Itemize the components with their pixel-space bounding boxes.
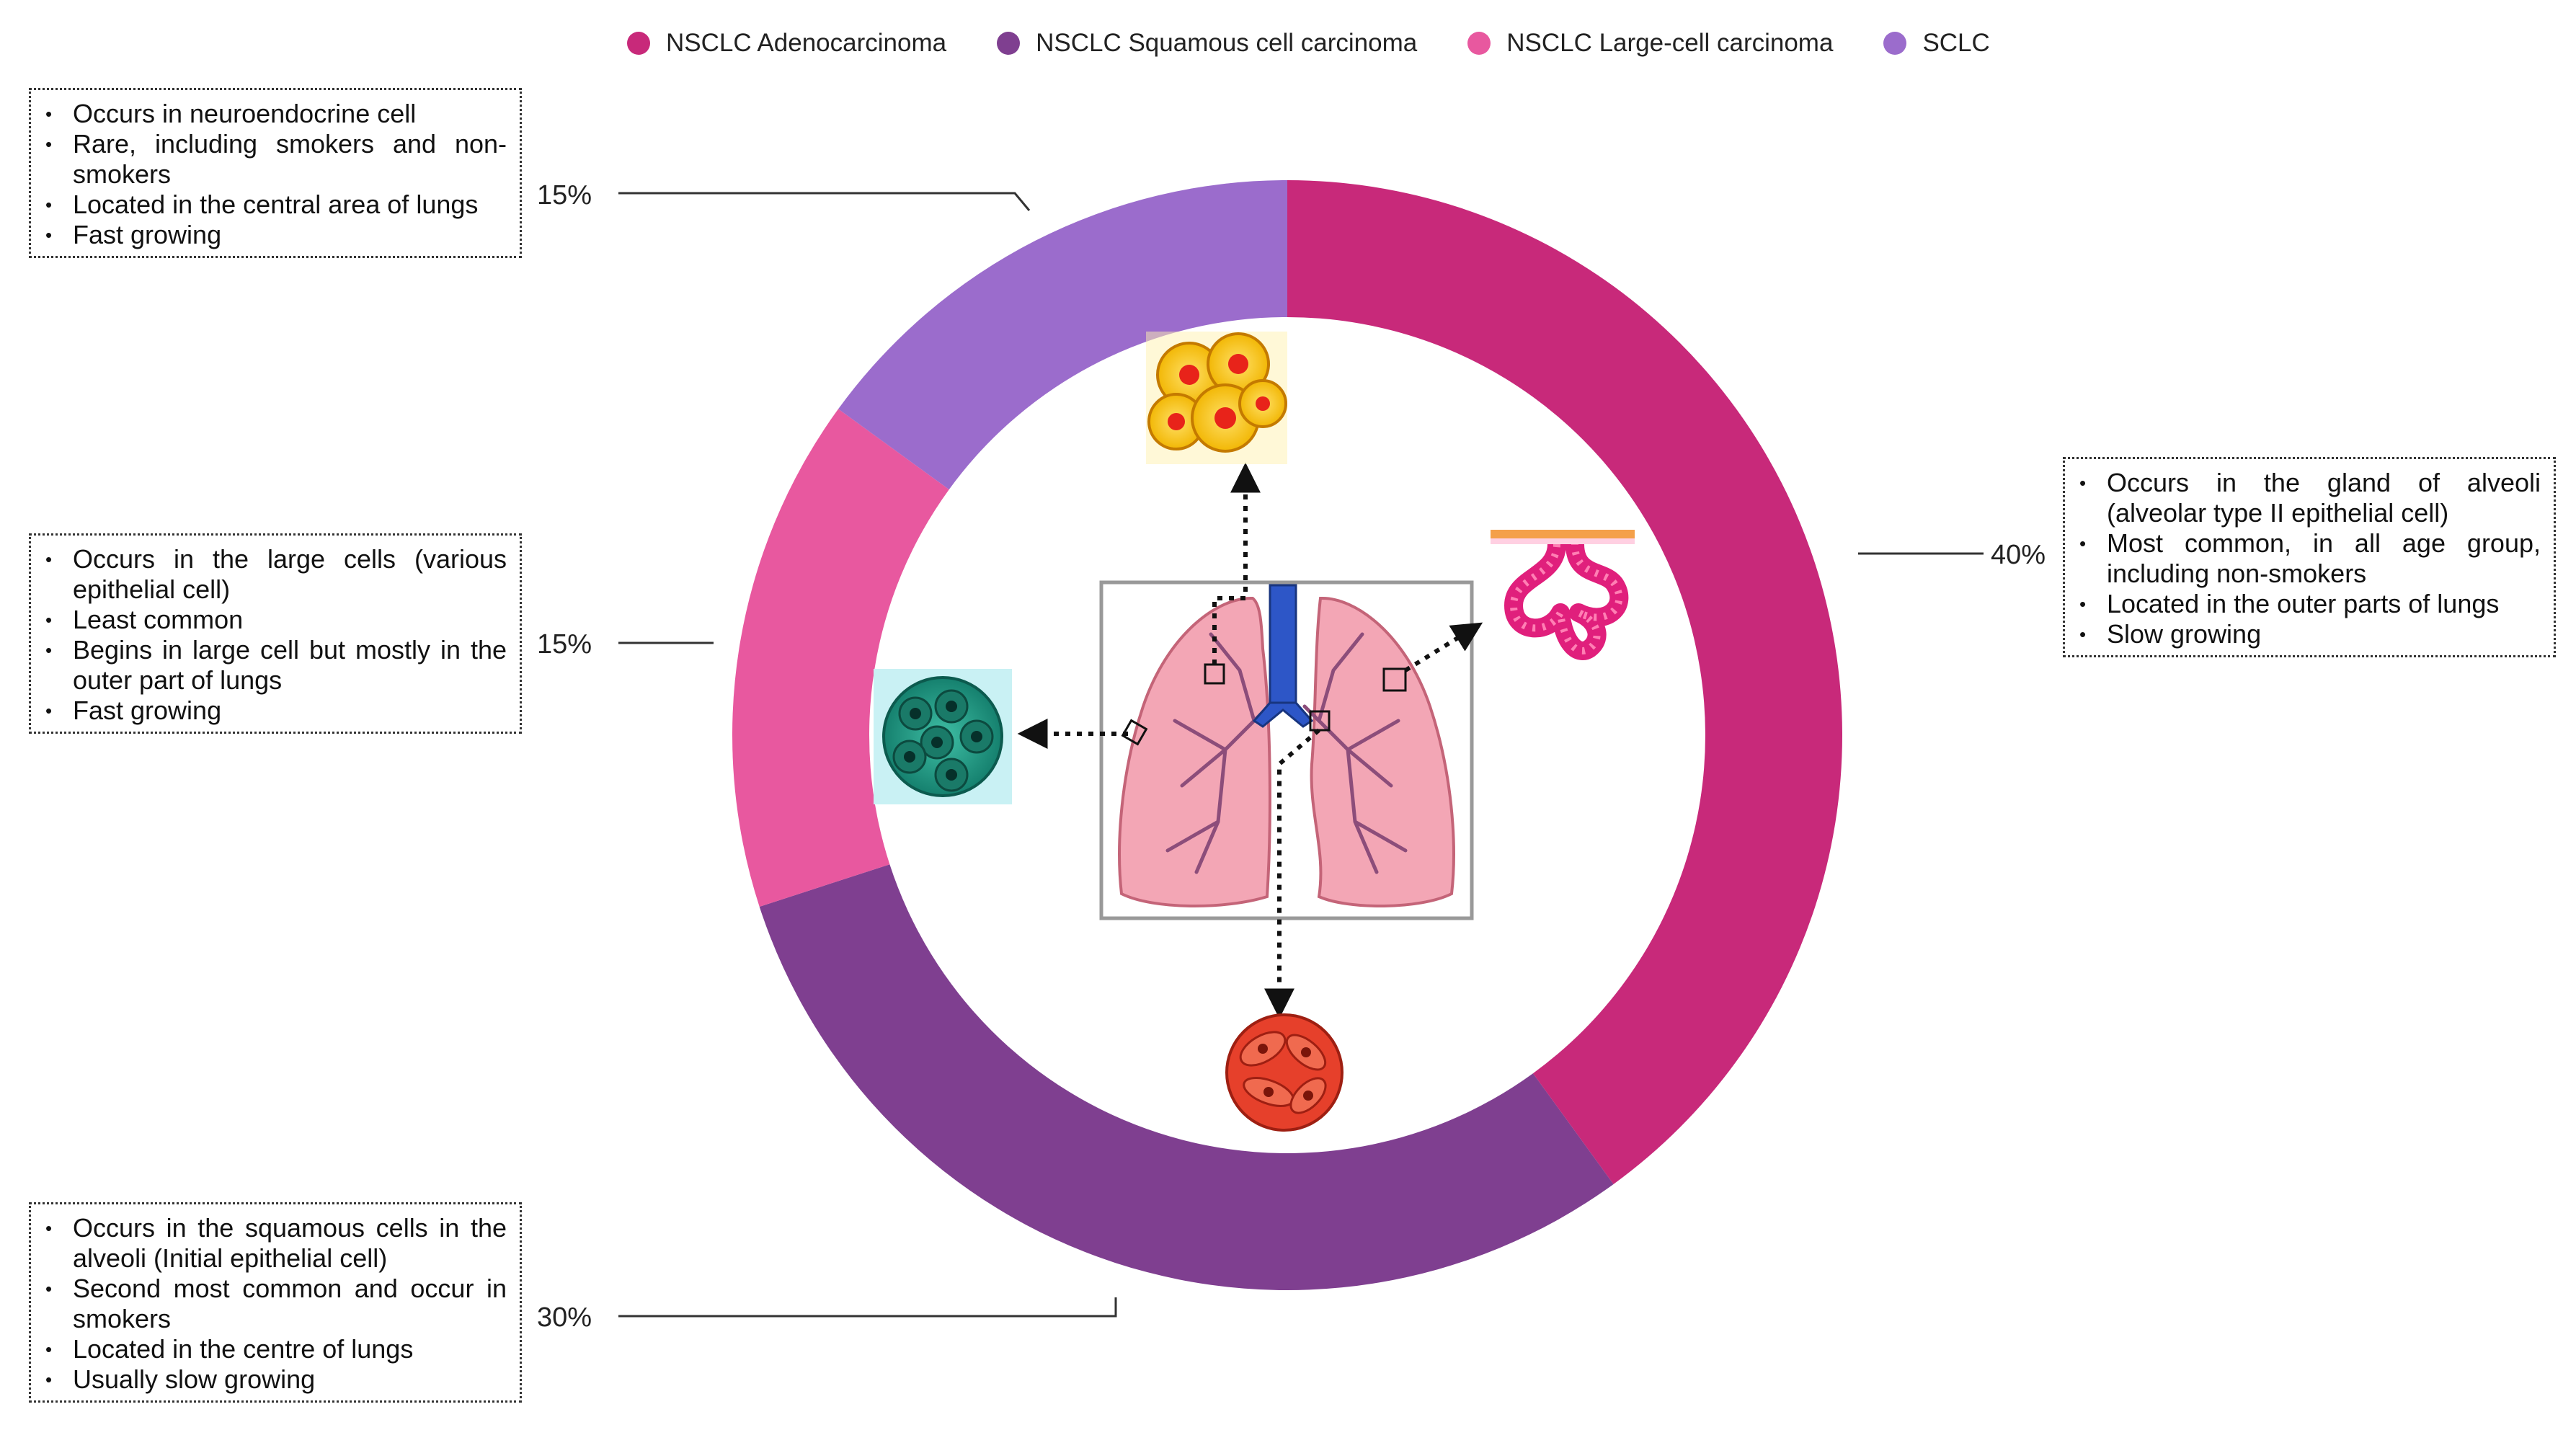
slice-large-cell bbox=[732, 409, 949, 907]
info-box-squamous: Occurs in the squamous cells in the alve… bbox=[29, 1202, 522, 1403]
leader-line-sclc bbox=[618, 192, 1031, 211]
sclc-cell-cluster-icon bbox=[1146, 332, 1287, 464]
slice-sclc bbox=[838, 180, 1287, 490]
info-bullet: Least common bbox=[44, 605, 507, 635]
slice-adenocarcinoma bbox=[1287, 180, 1842, 1184]
legend: NSCLC Adenocarcinoma NSCLC Squamous cell… bbox=[627, 22, 2040, 65]
leader-lines bbox=[618, 192, 1984, 1318]
slice-squamous bbox=[759, 864, 1614, 1290]
legend-label: SCLC bbox=[1922, 29, 1990, 57]
data-label-squamous: 30% bbox=[537, 1302, 592, 1333]
sample-box-squamous bbox=[1309, 710, 1331, 732]
info-bullet: Usually slow growing bbox=[44, 1364, 507, 1395]
info-bullet: Occurs in the gland of alveoli (alveolar… bbox=[2078, 468, 2541, 528]
info-bullet: Located in the outer parts of lungs bbox=[2078, 589, 2541, 619]
info-bullet: Fast growing bbox=[44, 696, 507, 726]
left-lung-shape bbox=[1310, 596, 1455, 907]
legend-swatch bbox=[1883, 32, 1907, 55]
data-label-large-cell: 15% bbox=[537, 629, 592, 660]
right-lung-shape bbox=[1118, 596, 1271, 908]
donut-slices bbox=[732, 180, 1842, 1290]
info-box-large-cell: Occurs in the large cells (various epith… bbox=[29, 533, 522, 734]
data-label-sclc: 15% bbox=[537, 180, 592, 210]
legend-item-large-cell: NSCLC Large-cell carcinoma bbox=[1467, 29, 1833, 58]
info-bullet: Rare, including smokers and non-smokers bbox=[44, 129, 507, 190]
arrow-to-sclc-cells bbox=[1212, 462, 1261, 665]
info-box-sclc: Occurs in neuroendocrine cell Rare, incl… bbox=[29, 88, 522, 258]
info-bullet: Located in the centre of lungs bbox=[44, 1334, 507, 1364]
sample-box-large-cell bbox=[1121, 719, 1148, 746]
large-cell-cluster-icon bbox=[874, 669, 1012, 804]
info-bullet: Occurs in the squamous cells in the alve… bbox=[44, 1213, 507, 1274]
info-bullet: Most common, in all age group, including… bbox=[2078, 528, 2541, 589]
squamous-cell-cluster-icon bbox=[1225, 1013, 1343, 1132]
legend-item-squamous: NSCLC Squamous cell carcinoma bbox=[997, 29, 1417, 58]
sample-box-adeno bbox=[1382, 667, 1407, 692]
info-box-adeno: Occurs in the gland of alveoli (alveolar… bbox=[2063, 457, 2556, 657]
info-bullet: Occurs in neuroendocrine cell bbox=[44, 99, 507, 129]
info-bullet: Located in the central area of lungs bbox=[44, 190, 507, 220]
legend-label: NSCLC Adenocarcinoma bbox=[666, 29, 947, 57]
info-bullet: Fast growing bbox=[44, 220, 507, 250]
legend-label: NSCLC Squamous cell carcinoma bbox=[1036, 29, 1418, 57]
legend-item-sclc: SCLC bbox=[1883, 29, 1990, 58]
bronchi bbox=[1252, 701, 1314, 728]
legend-item-adenocarcinoma: NSCLC Adenocarcinoma bbox=[627, 29, 946, 58]
alveoli-gland-icon bbox=[1491, 530, 1635, 660]
lungs-illustration bbox=[1099, 580, 1474, 920]
info-bullet: Occurs in the large cells (various epith… bbox=[44, 544, 507, 605]
legend-swatch bbox=[997, 32, 1021, 55]
legend-swatch bbox=[627, 32, 650, 55]
legend-label: NSCLC Large-cell carcinoma bbox=[1506, 29, 1834, 57]
legend-swatch bbox=[1467, 32, 1491, 55]
info-bullet: Slow growing bbox=[2078, 619, 2541, 649]
trachea bbox=[1269, 584, 1297, 708]
data-label-adeno: 40% bbox=[1991, 540, 2046, 570]
cell-arrows bbox=[1017, 462, 1483, 1019]
info-bullet: Second most common and occur in smokers bbox=[44, 1274, 507, 1334]
leader-line-squamous bbox=[618, 1297, 1117, 1318]
arrow-to-adeno-gland bbox=[1404, 622, 1483, 672]
info-bullet: Begins in large cell but mostly in the o… bbox=[44, 635, 507, 696]
